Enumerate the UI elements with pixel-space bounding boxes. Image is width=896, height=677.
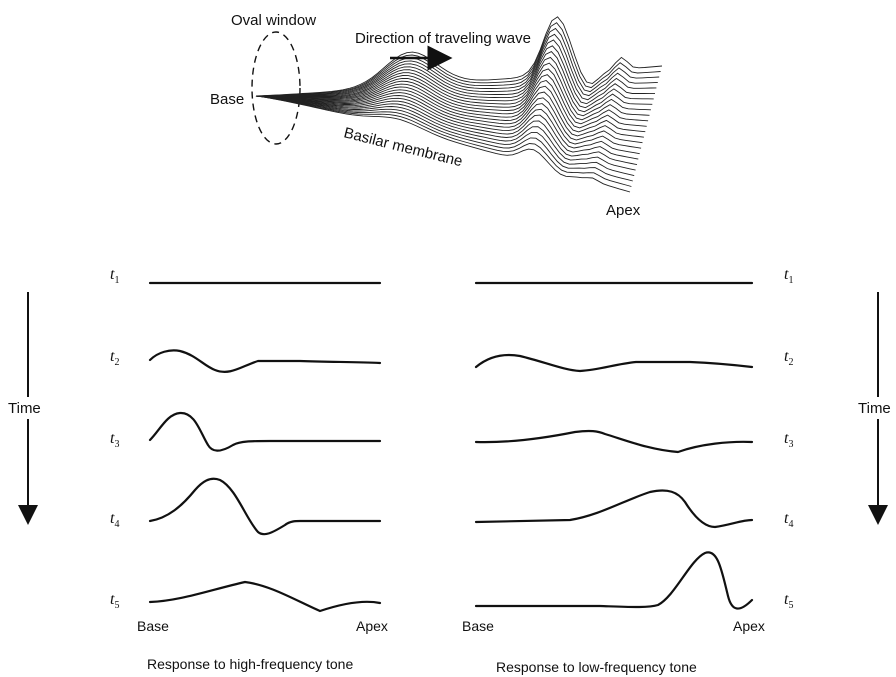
row-label-t2-right: t2 xyxy=(784,348,793,368)
membrane-mesh-line xyxy=(255,39,657,101)
hf-apex-label: Apex xyxy=(356,618,388,634)
lf-wave-t4 xyxy=(474,489,754,529)
row-label-t1-right: t1 xyxy=(784,266,793,286)
membrane-mesh-line xyxy=(255,92,643,144)
panel-low-frequency: Base Apex Response to low-frequency tone xyxy=(462,281,765,675)
hf-base-label: Base xyxy=(137,618,169,634)
membrane-mesh-line xyxy=(255,95,640,155)
lf-wave-t3 xyxy=(474,429,754,454)
oval-window-outline xyxy=(251,31,301,145)
lf-base-label: Base xyxy=(462,618,494,634)
membrane-mesh-line xyxy=(255,95,635,177)
membrane-mesh-line xyxy=(255,95,642,149)
membrane-mesh-line xyxy=(256,51,654,109)
membrane-mesh-line xyxy=(255,95,636,171)
apex-label-top: Apex xyxy=(606,202,641,219)
row-label-t2-left: t2 xyxy=(110,348,119,368)
lf-wave-t5 xyxy=(474,551,754,610)
row-labels-right: t1 t2 t3 t4 t5 xyxy=(784,266,793,611)
time-label-left: Time xyxy=(8,400,41,417)
time-axis-right: Time xyxy=(855,292,896,525)
time-label-right: Time xyxy=(858,400,891,417)
hf-wave-t2 xyxy=(148,349,382,373)
membrane-mesh-line xyxy=(255,95,631,193)
membrane-mesh-line xyxy=(255,56,653,113)
membrane-mesh-line xyxy=(255,62,651,117)
membrane-mesh-line xyxy=(256,45,655,105)
oval-window-label: Oval window xyxy=(231,12,316,29)
base-label-top: Base xyxy=(210,91,244,108)
membrane-mesh-line xyxy=(255,16,663,97)
membrane-mesh-line xyxy=(255,74,649,125)
panel-high-frequency: Base Apex Response to high-frequency ton… xyxy=(137,281,388,672)
time-axis-left: Time xyxy=(6,292,50,525)
row-labels-left: t1 t2 t3 t4 t5 xyxy=(110,266,119,611)
row-label-t3-left: t3 xyxy=(110,430,119,450)
membrane-mesh-line xyxy=(255,95,639,160)
hf-wave-t3 xyxy=(148,411,382,452)
membrane-mesh-line xyxy=(255,27,660,97)
membrane-mesh-line xyxy=(255,95,632,187)
row-label-t1-left: t1 xyxy=(110,266,119,286)
hf-caption: Response to high-frequency tone xyxy=(147,656,353,672)
membrane-mesh-line xyxy=(255,85,646,133)
membrane-mesh-line xyxy=(255,22,661,97)
row-label-t5-right: t5 xyxy=(784,591,793,611)
cochlea-illustration: Oval window Direction of traveling wave … xyxy=(210,12,663,219)
membrane-mesh-line xyxy=(255,33,658,97)
row-label-t3-right: t3 xyxy=(784,430,793,450)
hf-wave-t5 xyxy=(148,580,382,613)
membrane-mesh-line xyxy=(255,95,638,166)
membrane-mesh-line xyxy=(255,89,644,138)
lf-apex-label: Apex xyxy=(733,618,765,634)
membrane-mesh-line xyxy=(255,95,633,182)
membrane-mesh-line xyxy=(255,68,650,121)
row-label-t4-right: t4 xyxy=(784,510,793,530)
membrane-mesh-line xyxy=(255,79,647,129)
lf-wave-t2 xyxy=(474,353,754,373)
row-label-t5-left: t5 xyxy=(110,591,119,611)
direction-label: Direction of traveling wave xyxy=(355,30,531,47)
basilar-membrane-label: Basilar membrane xyxy=(342,124,464,170)
row-label-t4-left: t4 xyxy=(110,510,119,530)
lf-caption: Response to low-frequency tone xyxy=(496,659,697,675)
basilar-membrane-mesh xyxy=(255,16,663,193)
hf-wave-t4 xyxy=(148,477,382,536)
